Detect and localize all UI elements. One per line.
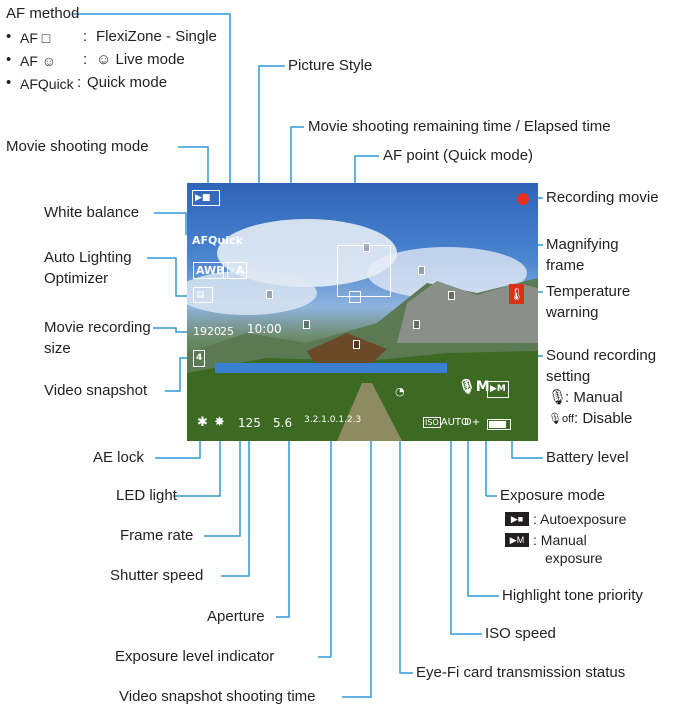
label-movie-shooting-mode: Movie shooting mode [6,138,149,155]
label-sound-rec-2: setting [546,368,591,385]
af-desc-3: Quick mode [87,74,168,91]
rec-size-indicator: 1920 [193,325,221,338]
af-sep-3: : [77,74,82,91]
label-battery-level: Battery level [546,449,629,466]
af-point [418,266,425,275]
af-code-1: AF □ [20,30,51,46]
shutter-speed-value: 125 [238,416,261,430]
label-snapshot-time: Video snapshot shooting time [119,688,316,705]
label-exposure-level: Exposure level indicator [115,648,275,665]
led-light-icon: ✸ [214,415,225,430]
exposure-scale: 3.2.1.0.1.2.3 [304,415,362,425]
picture-style-icon: ☼A [223,262,248,279]
label-auto-lighting-1: Auto Lighting [44,249,132,266]
scene-background [187,219,538,441]
af-desc-1: FlexiZone - Single [96,28,217,45]
auto-lighting-icon: ▤ [193,287,213,303]
label-movie-time: Movie shooting remaining time / Elapsed … [308,118,611,135]
label-highlight-tone: Highlight tone priority [502,587,643,604]
temperature-warning-icon: 🌡 [509,284,524,304]
label-movie-rec-size-1: Movie recording [44,319,151,336]
camera-lcd-screen: ▶■ AFQuick AWB ☼A ▤ 1920 25 10:00 4 🌡 ◔ … [187,183,538,441]
label-auto-lighting-2: Optimizer [44,270,109,287]
bullet: • [6,28,12,45]
snapshot-progress-bar [215,363,447,373]
label-magnifying-1: Magnifying [546,236,619,253]
magnifying-frame [337,245,391,297]
sound-manual-icon: 🎙 [548,389,568,406]
label-frame-rate: Frame rate [120,527,194,544]
label-picture-style: Picture Style [288,57,373,74]
af-point [448,291,455,300]
af-code-2: AF ☺ [20,53,57,69]
remaining-time: 10:00 [247,322,282,336]
label-temp-warning-1: Temperature [546,283,631,300]
label-video-snapshot: Video snapshot [44,382,148,399]
af-point [303,320,310,329]
label-eyefi: Eye-Fi card transmission status [416,664,626,681]
label-led-light: LED light [116,487,177,504]
bullet: • [6,51,12,68]
af-desc-2: ☺ Live mode [96,51,185,68]
autoexposure-icon: ▶■ [505,512,529,526]
label-exp-manual-1: : Manual [533,532,587,548]
label-sound-disable: : Disable [574,410,633,427]
frame-rate-indicator: 25 [220,325,234,338]
aperture-value: 5.6 [273,416,293,430]
manual-exposure-icon: ▶M [505,533,529,547]
bullet: • [6,74,12,91]
movie-mode-icon: ▶■ [192,190,220,206]
exposure-mode-icon: ▶M [487,381,509,398]
sound-mode: M [475,379,490,395]
af-code-3: AFQuick [20,76,74,92]
label-ae-lock: AE lock [93,449,144,466]
sound-recording-indicator: 🎙M [458,379,490,395]
af-point [353,340,360,349]
label-sound-manual: : Manual [565,389,623,406]
eyefi-icon: ◔ [395,385,405,398]
label-iso-speed: ISO speed [485,625,556,642]
battery-icon [487,419,511,430]
label-exp-manual-2: exposure [545,550,603,566]
label-white-balance: White balance [44,204,140,221]
label-sound-rec-1: Sound recording [546,347,657,364]
label-af-point: AF point (Quick mode) [383,147,534,164]
video-snapshot-icon: 4 [193,350,206,367]
af-point [363,243,370,252]
label-af-method: AF method [6,5,80,22]
label-shutter-speed: Shutter speed [110,567,204,584]
label-aperture: Aperture [207,608,265,625]
af-quick-indicator: AFQuick [192,234,243,247]
sound-off-icon: 🎙off [548,413,574,425]
af-point-quick [349,291,361,303]
highlight-tone-indicator: D+ [464,417,481,428]
label-movie-rec-size-2: size [44,340,71,357]
af-point [413,320,420,329]
iso-value: AUTO [440,417,469,428]
label-magnifying-2: frame [546,257,585,274]
label-exposure-mode: Exposure mode [500,487,606,504]
record-dot [517,193,529,205]
ae-lock-icon: ✱ [197,415,208,430]
label-recording-movie: Recording movie [546,189,659,206]
label-exp-auto: : Autoexposure [533,511,627,527]
awb-indicator: AWB [193,262,228,279]
label-temp-warning-2: warning [546,304,599,321]
af-sep-2: : [83,51,88,68]
af-sep-1: : [83,28,88,45]
af-point [266,290,273,299]
